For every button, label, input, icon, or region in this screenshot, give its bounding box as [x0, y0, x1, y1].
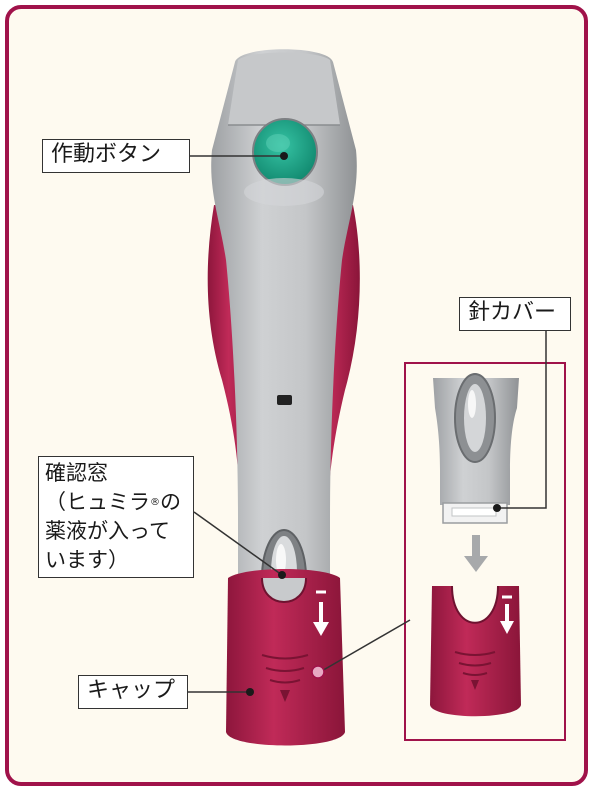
window-line-3: 薬液が入って	[45, 519, 170, 543]
label-inspection-window: 確認窓 （ヒュミラ®の 薬液が入って います）	[38, 456, 194, 578]
down-arrow-icon	[464, 535, 488, 572]
window-line-2a: （ヒュミラ	[45, 490, 150, 514]
activation-button	[252, 118, 318, 186]
pen-cap	[226, 569, 345, 746]
label-cap: キャップ	[78, 675, 188, 709]
down-arrow-icon	[313, 590, 329, 636]
pen-top	[228, 52, 340, 125]
label-needle-cover: 針カバー	[459, 297, 571, 331]
window-line-2: （ヒュミラ®の	[45, 488, 187, 517]
label-activation-button: 作動ボタン	[42, 139, 190, 173]
registered-mark: ®	[150, 497, 160, 508]
window-line-1: 確認窓	[45, 461, 108, 485]
window-line-2b: の	[160, 490, 181, 514]
body-slot	[277, 395, 292, 405]
down-arrow-icon	[500, 595, 514, 634]
window-line-4: います）	[45, 548, 129, 572]
